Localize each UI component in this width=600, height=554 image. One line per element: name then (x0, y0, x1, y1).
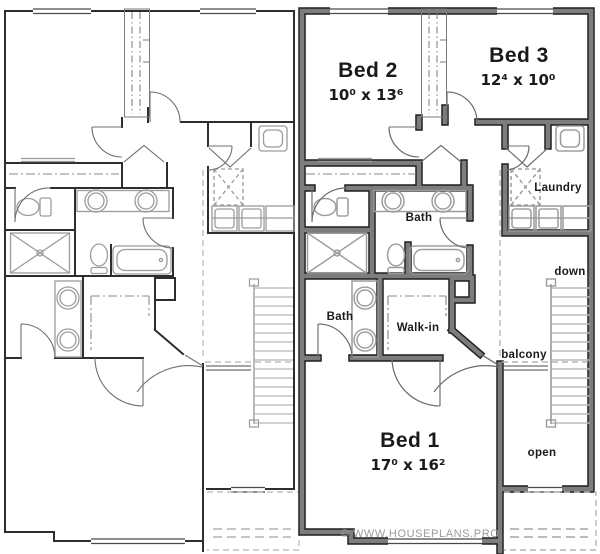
open-below-label: open (528, 447, 557, 459)
bed3-label: Bed 3 (489, 44, 549, 67)
bed2-dimensions: 10⁰ x 13⁶ (328, 86, 403, 104)
bed1-dimensions: 17⁰ x 16² (370, 456, 445, 474)
walk-in-label: Walk-in (397, 322, 440, 334)
bed1-label: Bed 1 (380, 429, 440, 452)
laundry-label: Laundry (534, 182, 582, 194)
bed2-label: Bed 2 (338, 59, 398, 82)
bed3-dimensions: 12⁴ x 10⁰ (480, 71, 555, 89)
unit-left (4, 5, 300, 552)
stairs-down-label: down (554, 266, 585, 278)
balcony-label: balcony (501, 349, 547, 361)
bath-lower-label: Bath (327, 311, 354, 323)
watermark-text: © WWW.HOUSEPLANS.PRO (341, 528, 500, 540)
bath-upper-label: Bath (406, 212, 433, 224)
room-labels: Bed 2 10⁰ x 13⁶ Bed 3 12⁴ x 10⁰ Bed 1 17… (327, 44, 586, 474)
